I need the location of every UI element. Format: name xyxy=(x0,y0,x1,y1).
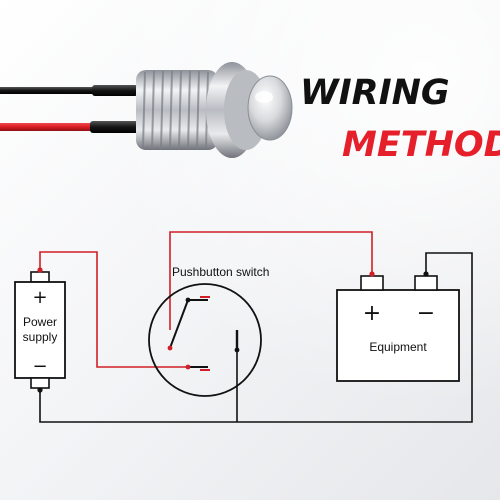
battery-minus: − xyxy=(32,356,47,377)
power-supply-label-2: supply xyxy=(23,330,58,344)
red-sleeve xyxy=(90,121,140,133)
switch-symbol xyxy=(148,283,262,397)
title-wiring: WIRING xyxy=(300,73,450,113)
battery-plus: + xyxy=(32,287,47,308)
black-sleeve xyxy=(92,85,138,96)
equipment-box xyxy=(336,271,460,382)
switch-label: Pushbutton switch xyxy=(172,265,269,279)
pushbutton-photo xyxy=(0,62,293,158)
button-cap xyxy=(247,75,293,141)
red-cable xyxy=(0,123,96,131)
equipment-minus: − xyxy=(417,301,435,326)
positive-wire xyxy=(39,231,373,368)
power-supply-label-1: Power xyxy=(23,315,57,329)
equipment-plus: + xyxy=(363,301,381,326)
title-method: METHOD xyxy=(342,125,500,165)
battery-symbol xyxy=(14,267,66,393)
equipment-label: Equipment xyxy=(369,340,427,354)
black-cable xyxy=(0,87,98,94)
